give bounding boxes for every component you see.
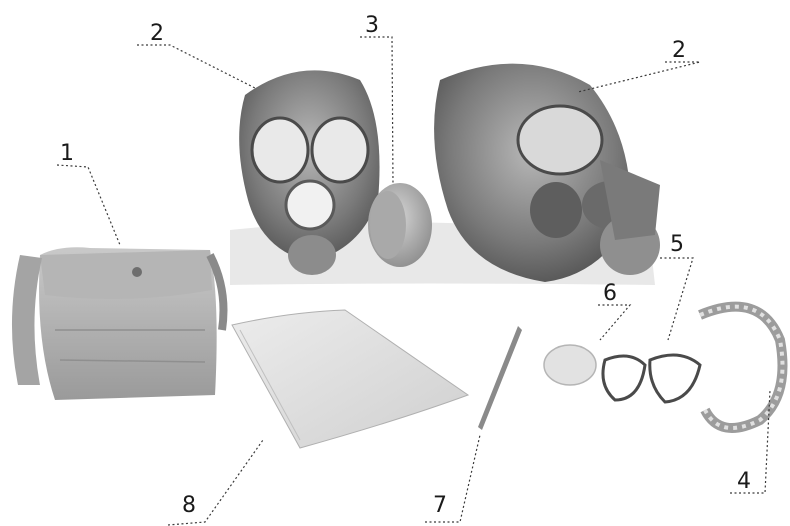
callout-4: 4 [737, 469, 751, 494]
callout-7: 7 [433, 493, 447, 518]
callout-6: 6 [603, 281, 617, 306]
callout-8: 8 [182, 493, 196, 518]
clip-part [544, 345, 596, 385]
hose-ring [700, 307, 783, 428]
callout-2-right: 2 [672, 38, 686, 63]
callout-1: 1 [60, 141, 74, 166]
foil-pouch [232, 310, 468, 448]
callout-2-left: 2 [150, 21, 164, 46]
callout-3: 3 [365, 13, 379, 38]
bag [12, 247, 224, 400]
instruction-sheet [478, 326, 522, 430]
filter-canister [368, 183, 432, 267]
anti-fog-lenses [603, 355, 700, 402]
callout-5: 5 [670, 232, 684, 257]
